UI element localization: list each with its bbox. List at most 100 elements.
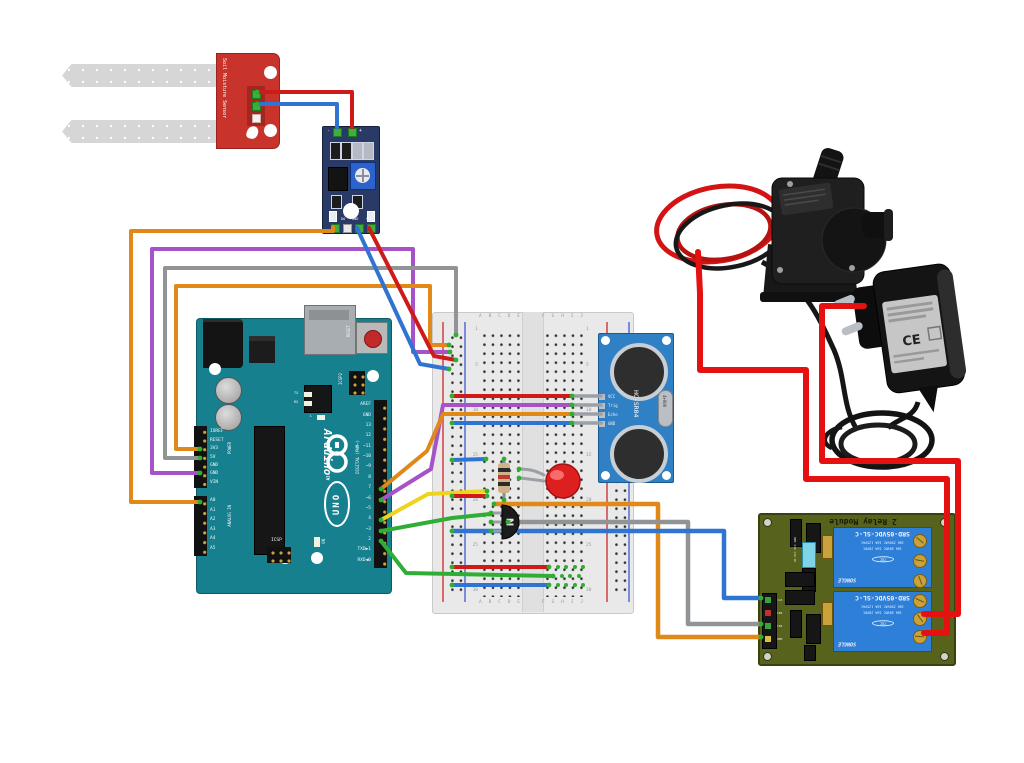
bottom-pin-label: GND (352, 217, 359, 221)
mount-hole (601, 471, 610, 480)
icsp-header (267, 547, 291, 563)
pin-minus-label: - (327, 128, 331, 134)
barrel-jack (203, 319, 243, 368)
sensor-pad (252, 114, 261, 123)
pot-cross (356, 174, 369, 177)
reset-cap (364, 330, 382, 348)
mount-hole (343, 203, 359, 219)
status-led (329, 211, 337, 222)
pin-label: RESET (210, 438, 224, 443)
mount-hole (367, 370, 379, 382)
pin-label: A1 (210, 508, 216, 513)
pin-label: GND (210, 463, 219, 468)
bb-grid-fj (541, 329, 584, 597)
hc-pin-label: VCC (608, 394, 616, 399)
connection-dots (197, 89, 764, 640)
led-tx (304, 392, 312, 397)
wire-hc-trig-purple (379, 403, 574, 502)
bb-rail-line-red (442, 322, 444, 602)
pin-label: ~10 (362, 454, 371, 459)
wire-green-transistor (379, 512, 492, 533)
sensor-label: Soil Moisture Sensor (221, 58, 227, 119)
crystal-chip (304, 385, 332, 413)
power-adapter: CE (833, 263, 967, 413)
pin-label: TXD▶1 (357, 547, 371, 552)
pin-label: A2 (210, 517, 216, 522)
smd-part (331, 195, 342, 209)
smd-resistor (363, 142, 374, 160)
bb-rail-line-blue (464, 322, 466, 602)
relay-component (790, 610, 802, 638)
hc-pin-label: Trig (608, 403, 618, 408)
red-led (545, 463, 581, 499)
led-on (314, 537, 320, 547)
wire-hc-echo-orange (379, 412, 574, 491)
pin-label: A0 (210, 498, 216, 503)
module-bottom-pin (343, 224, 352, 233)
wire-stub-blue (450, 457, 488, 462)
relay-component-gold (822, 535, 833, 559)
wire-relay-orange (491, 501, 764, 640)
pin-label: ~3 (365, 527, 371, 532)
pin-label: RXD◀0 (357, 558, 371, 563)
crystal-marking: 4+000 (662, 395, 667, 408)
mount-hole (311, 552, 323, 564)
icsp2-header (349, 371, 365, 395)
relay-component-gold (822, 602, 833, 626)
pin-label: A3 (210, 527, 216, 532)
npn-transistor: N (491, 504, 520, 540)
infinity-uno-badge: UNO (324, 434, 350, 527)
probe-tine (62, 120, 222, 143)
crystal-oscillator: 4+000 (658, 390, 673, 427)
mount-hole (601, 336, 610, 345)
atmega328-chip (254, 426, 285, 555)
pin-plus-label: + (359, 128, 363, 134)
wire-ao-orange (129, 225, 335, 504)
bottom-pin-label: AO (329, 217, 334, 221)
wire-base-yellow (379, 489, 489, 522)
mount-hole (264, 124, 277, 137)
ce-mark: CE (902, 332, 922, 349)
pin-label: GND (210, 471, 219, 476)
optocoupler (785, 590, 815, 605)
pin-label: A5 (210, 546, 216, 551)
capacitor (215, 404, 242, 431)
trim-potentiometer (350, 162, 376, 190)
wire-gnd-purple (150, 247, 452, 475)
pin-label: GND (362, 413, 371, 418)
capacitor (215, 377, 242, 404)
pin-label: 13 (365, 423, 371, 428)
corner-screw (763, 652, 772, 661)
corner-screw (763, 518, 772, 527)
led-rx-label: RX (294, 400, 299, 404)
wire-adapter-red-power (819, 303, 961, 617)
wire-relay-blue (449, 528, 764, 601)
wire-bottom-green (379, 539, 555, 578)
input-pin (765, 623, 771, 629)
bottom-pin-label: DO (341, 217, 346, 221)
led-rx (304, 401, 312, 406)
relay-component (804, 645, 816, 661)
pin-label: A4 (210, 536, 216, 541)
relay-input-header (762, 593, 777, 649)
led-tx-label: TX (294, 391, 299, 395)
resistor (498, 458, 510, 500)
bottom-pin-label: VCC (366, 217, 373, 221)
hc-sr04-label: HC-SR04 (632, 390, 640, 418)
voltage-regulator (249, 336, 275, 363)
pin-label: 4 (368, 516, 371, 521)
pin-label: 12 (365, 433, 371, 438)
analog-header (194, 496, 207, 556)
relay-module: 2 Relay Module SRD-05VDC-SL-C 10A 250VAC… (758, 513, 956, 666)
transducer (610, 343, 668, 401)
wire-module-vcc-red (367, 226, 458, 362)
wire-sensor-gnd-blue (255, 102, 339, 129)
icsp-label: ICSP (271, 538, 282, 543)
pin-label: ~5 (365, 506, 371, 511)
transducer (610, 425, 668, 483)
